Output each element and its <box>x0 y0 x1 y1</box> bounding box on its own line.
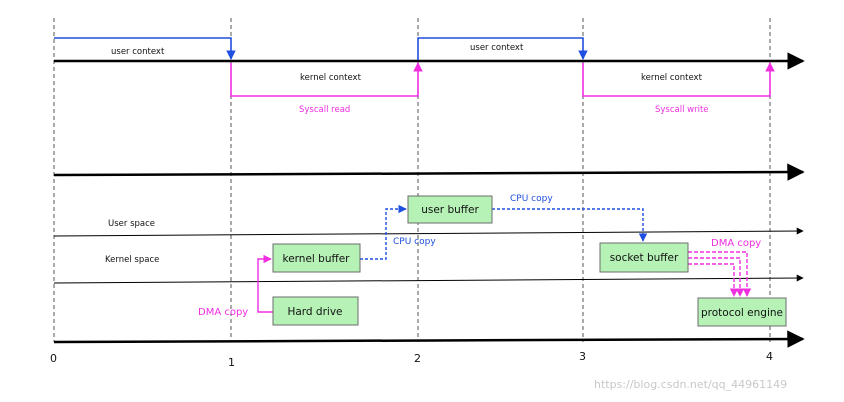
protocol-engine-box: protocol engine <box>697 297 787 327</box>
syscall-write-label: Syscall write <box>655 105 709 115</box>
hard-drive-box: Hard drive <box>272 296 359 326</box>
kernel-context-label-2: kernel context <box>641 73 703 83</box>
cpu-copy-arrow-2 <box>492 208 648 242</box>
tick-label-0: 0 <box>50 352 57 365</box>
kernel-space-label: Kernel space <box>105 255 159 265</box>
hard-drive-label: Hard drive <box>287 306 342 318</box>
dma-copy-label-1: DMA copy <box>198 307 248 318</box>
kernel-context-line-2 <box>582 62 775 97</box>
user-context-line-1 <box>54 37 236 60</box>
user-kernel-boundary-line <box>53 227 804 237</box>
user-buffer-box: user buffer <box>407 195 493 224</box>
protocol-engine-label: protocol engine <box>701 307 783 319</box>
user-context-line-2 <box>417 37 588 60</box>
time-axis <box>53 330 805 348</box>
dma-copy-arrow-1 <box>257 254 273 313</box>
dma-copy-label-2: DMA copy <box>711 238 761 249</box>
tick-label-3: 3 <box>579 350 586 363</box>
kernel-hardware-boundary-line <box>53 274 804 284</box>
kernel-buffer-box: kernel buffer <box>272 243 361 273</box>
tick-label-2: 2 <box>414 352 421 365</box>
watermark-text: https://blog.csdn.net/qq_44961149 <box>594 378 787 391</box>
tick-label-1: 1 <box>228 356 235 369</box>
cpu-copy-label-1: CPU copy <box>393 237 436 247</box>
syscall-read-label: Syscall read <box>299 105 350 115</box>
kernel-context-label-1: kernel context <box>300 73 362 83</box>
user-buffer-label: user buffer <box>421 204 479 216</box>
cpu-copy-label-2: CPU copy <box>510 194 553 204</box>
dma-copy-arrows-2 <box>688 251 752 297</box>
kernel-context-line-1 <box>230 62 423 97</box>
cpu-copy-arrow-1 <box>360 204 407 260</box>
socket-buffer-box: socket buffer <box>599 242 689 273</box>
user-space-label: User space <box>108 219 155 229</box>
time-marker-lines <box>53 18 771 342</box>
section-divider-axis <box>53 163 805 181</box>
kernel-buffer-label: kernel buffer <box>283 253 351 265</box>
socket-buffer-label: socket buffer <box>610 252 679 264</box>
user-context-label-2: user context <box>470 43 524 53</box>
user-context-label-1: user context <box>111 47 165 57</box>
tick-label-4: 4 <box>766 350 773 363</box>
